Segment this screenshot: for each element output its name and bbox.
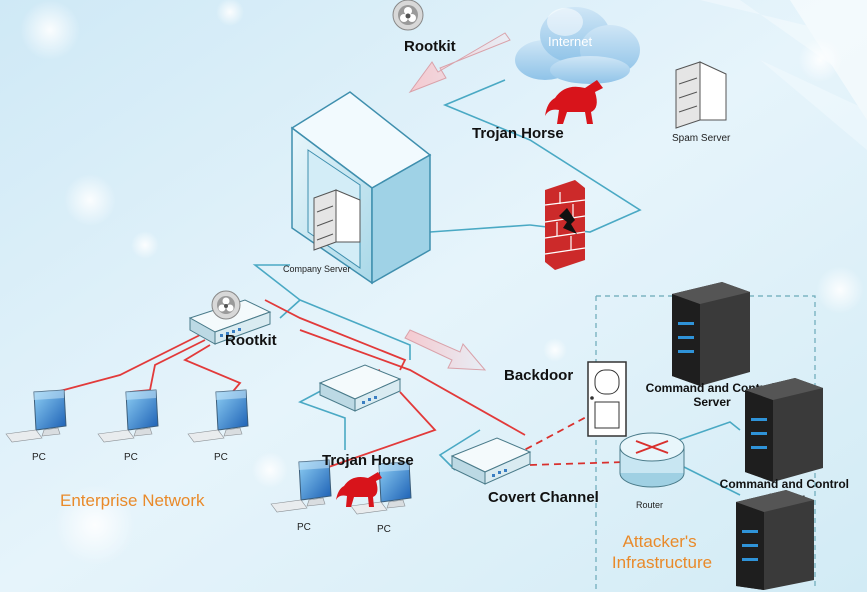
- cloud-icon: [515, 7, 640, 84]
- command-control-server-label: Command and Control Server: [646, 381, 779, 409]
- server-icon: [672, 282, 750, 386]
- server-icon: [736, 490, 814, 590]
- pc-group: PC PC PC PC PC: [5, 389, 412, 535]
- spam-server-label: Spam Server: [672, 133, 731, 144]
- infra-line2: Infrastructure: [612, 553, 712, 572]
- horse-icon: [545, 80, 603, 124]
- arrow-icon: [404, 329, 487, 371]
- cc1-line2: Server: [693, 395, 731, 409]
- server-icon: [675, 61, 727, 129]
- pc-label: PC: [124, 452, 138, 463]
- biohazard-icon: [211, 290, 241, 320]
- server-icon: [313, 189, 361, 251]
- cc1-line1: Command and Control: [646, 381, 775, 395]
- decorative-bubbles: [20, 0, 864, 565]
- door-icon: [587, 361, 627, 437]
- monitor-icon: [187, 389, 249, 443]
- biohazard-icon: [392, 0, 424, 31]
- monitor-icon: [5, 389, 67, 443]
- arrow-icon: [408, 32, 511, 94]
- pc-label: PC: [297, 522, 311, 533]
- firewall-icon: [544, 180, 586, 270]
- pc-label: PC: [32, 452, 46, 463]
- switch-icon: [450, 437, 532, 485]
- internet-label: Internet: [548, 34, 592, 49]
- trojan-horse-bottom-label: Trojan Horse: [322, 452, 414, 469]
- monitor-icon: [97, 389, 159, 443]
- trojan-horse-top-label: Trojan Horse: [472, 125, 564, 142]
- pc-label: PC: [214, 452, 228, 463]
- backdoor-label: Backdoor: [504, 367, 573, 384]
- covert-channel-links: [514, 414, 626, 466]
- rootkit-switch-label: Rootkit: [225, 332, 277, 349]
- infra-line1: Attacker's: [623, 532, 697, 551]
- router-icon: [619, 432, 685, 488]
- pc-label: PC: [377, 524, 391, 535]
- attacker-infrastructure-boundary: [595, 295, 816, 590]
- monitor-icon: [270, 459, 332, 513]
- switch-icon: [318, 364, 402, 412]
- horse-icon: [336, 472, 382, 507]
- monitor-icon: [350, 461, 412, 515]
- cc2-line1: Command and Control: [720, 477, 849, 491]
- rootkit-top-label: Rootkit: [404, 38, 456, 55]
- server-icon: [745, 378, 823, 482]
- covert-channel-label: Covert Channel: [488, 489, 599, 506]
- attackers-infrastructure-label: Attacker's Infrastructure: [612, 532, 712, 572]
- router-label: Router: [636, 500, 663, 510]
- company-server-label: Company Server: [283, 264, 351, 274]
- enterprise-network-label: Enterprise Network: [60, 491, 205, 510]
